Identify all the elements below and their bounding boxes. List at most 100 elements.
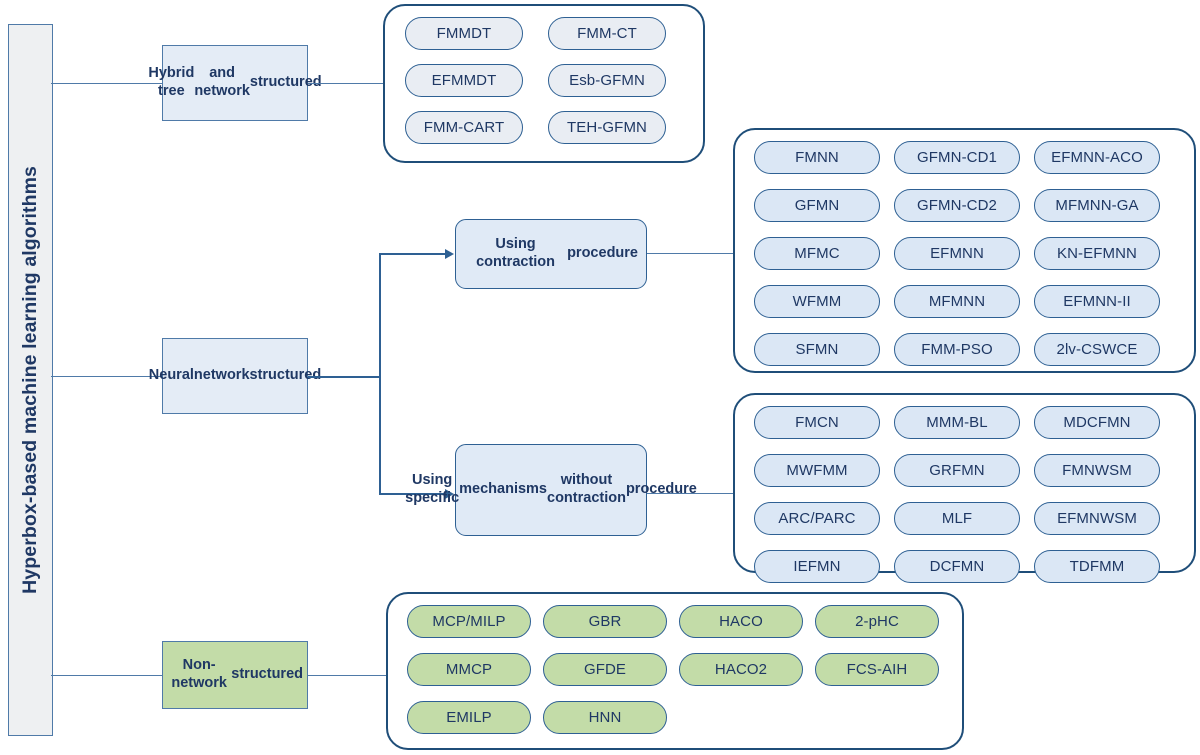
algorithm-pill[interactable]: 2-pHC bbox=[815, 605, 939, 638]
algorithm-pill[interactable]: 2lv-CSWCE bbox=[1034, 333, 1160, 366]
algorithm-pill[interactable]: MDCFMN bbox=[1034, 406, 1160, 439]
algorithm-pill[interactable]: ARC/PARC bbox=[754, 502, 880, 535]
algorithm-pill-label: FMCN bbox=[795, 414, 839, 431]
algorithm-pill-label: HACO bbox=[719, 613, 763, 630]
algorithm-pill-label: ARC/PARC bbox=[778, 510, 856, 527]
algorithm-pill-label: TEH-GFMN bbox=[567, 119, 647, 136]
connector-non-network-group bbox=[308, 675, 386, 676]
algorithm-pill[interactable]: GFMN-CD1 bbox=[894, 141, 1020, 174]
algorithm-pill[interactable]: TEH-GFMN bbox=[548, 111, 666, 144]
algorithm-pill-label: Esb-GFMN bbox=[569, 72, 645, 89]
algorithm-pill[interactable]: MMM-BL bbox=[894, 406, 1020, 439]
connector-non-contraction-group bbox=[647, 493, 733, 494]
algorithm-pill[interactable]: GFMN bbox=[754, 189, 880, 222]
algorithm-pill-label: GFMN bbox=[794, 197, 840, 214]
group-non-contraction-algorithms: FMCN MMM-BL MDCFMN MWFMM GRFMN FMNWSM ARC/PARC… bbox=[733, 393, 1196, 583]
algorithm-pill[interactable]: MFMNN bbox=[894, 285, 1020, 318]
algorithm-pill[interactable]: SFMN bbox=[754, 333, 880, 366]
algorithm-pill-label: FMMDT bbox=[436, 25, 492, 42]
algorithm-pill-label: EFMNN-II bbox=[1063, 293, 1131, 310]
algorithm-pill-label: GFMN-CD1 bbox=[917, 149, 997, 166]
algorithm-pill[interactable]: HACO2 bbox=[679, 653, 803, 686]
algorithm-pill-label: MWFMM bbox=[786, 462, 848, 479]
algorithm-pill[interactable]: FMM-CART bbox=[405, 111, 523, 144]
connector-neural-stem bbox=[308, 376, 380, 378]
algorithm-pill-label: FCS-AIH bbox=[846, 661, 908, 678]
algorithm-pill-label: GFDE bbox=[583, 661, 627, 678]
algorithm-pill[interactable]: WFMM bbox=[754, 285, 880, 318]
algorithm-pill-label: EFMNWSM bbox=[1057, 510, 1137, 527]
algorithm-pill[interactable]: FCS-AIH bbox=[815, 653, 939, 686]
algorithm-pill[interactable]: FMNN bbox=[754, 141, 880, 174]
root-title-label: Hyperbox-based machine learning algorith… bbox=[19, 166, 41, 594]
algorithm-pill[interactable]: MMCP bbox=[407, 653, 531, 686]
algorithm-pill-label: KN-EFMNN bbox=[1057, 245, 1137, 262]
algorithm-pill[interactable]: HNN bbox=[543, 701, 667, 734]
algorithm-pill[interactable]: MCP/MILP bbox=[407, 605, 531, 638]
algorithm-pill[interactable]: EFMNN bbox=[894, 237, 1020, 270]
connector-neural-spine bbox=[379, 253, 381, 493]
algorithm-pill[interactable]: EFMNWSM bbox=[1034, 502, 1160, 535]
algorithm-pill[interactable]: HACO bbox=[679, 605, 803, 638]
algorithm-pill-label: FMM-CT bbox=[577, 25, 637, 42]
algorithm-pill-label: GFMN-CD2 bbox=[917, 197, 997, 214]
algorithm-pill[interactable]: EMILP bbox=[407, 701, 531, 734]
connector-root-hybrid bbox=[51, 83, 163, 84]
algorithm-pill[interactable]: GBR bbox=[543, 605, 667, 638]
algorithm-pill[interactable]: MLF bbox=[894, 502, 1020, 535]
algorithm-pill-label: DCFMN bbox=[929, 558, 985, 575]
algorithm-pill[interactable]: EFMMDT bbox=[405, 64, 523, 97]
algorithm-pill-label: MLF bbox=[941, 510, 973, 527]
algorithm-pill[interactable]: FMM-PSO bbox=[894, 333, 1020, 366]
algorithm-pill-label: EMILP bbox=[446, 709, 492, 726]
algorithm-pill-label: MFMC bbox=[794, 245, 840, 262]
algorithm-pill-label: 2lv-CSWCE bbox=[1056, 341, 1138, 358]
algorithm-pill[interactable]: GFDE bbox=[543, 653, 667, 686]
algorithm-pill[interactable]: TDFMM bbox=[1034, 550, 1160, 583]
algorithm-pill-label: MCP/MILP bbox=[432, 613, 506, 630]
algorithm-pill[interactable]: GRFMN bbox=[894, 454, 1020, 487]
algorithm-pill[interactable]: GFMN-CD2 bbox=[894, 189, 1020, 222]
algorithm-pill-label: EFMNN-ACO bbox=[1051, 149, 1143, 166]
algorithm-pill[interactable]: EFMNN-ACO bbox=[1034, 141, 1160, 174]
connector-root-non-network bbox=[51, 675, 163, 676]
algorithm-pill-label: TDFMM bbox=[1069, 558, 1125, 575]
algorithm-pill-label: MFMNN-GA bbox=[1055, 197, 1139, 214]
connector-hybrid-group bbox=[308, 83, 384, 84]
algorithm-pill-label: HNN bbox=[588, 709, 622, 726]
algorithm-pill[interactable]: IEFMN bbox=[754, 550, 880, 583]
algorithm-pill[interactable]: EFMNN-II bbox=[1034, 285, 1160, 318]
connector-neural-to-non-contraction bbox=[379, 493, 445, 495]
algorithm-pill-label: HACO2 bbox=[714, 661, 768, 678]
algorithm-pill[interactable]: KN-EFMNN bbox=[1034, 237, 1160, 270]
algorithm-pill-label: FMNN bbox=[795, 149, 839, 166]
arrowhead-non-contraction bbox=[445, 489, 454, 499]
algorithm-pill-label: MMM-BL bbox=[926, 414, 988, 431]
algorithm-pill[interactable]: DCFMN bbox=[894, 550, 1020, 583]
algorithm-pill[interactable]: FMM-CT bbox=[548, 17, 666, 50]
algorithm-pill[interactable]: FMNWSM bbox=[1034, 454, 1160, 487]
algorithm-pill-label: MMCP bbox=[445, 661, 493, 678]
arrowhead-contraction bbox=[445, 249, 454, 259]
algorithm-pill[interactable]: MFMC bbox=[754, 237, 880, 270]
algorithm-pill-label: WFMM bbox=[792, 293, 842, 310]
algorithm-pill-label: GBR bbox=[588, 613, 622, 630]
algorithm-pill[interactable]: FMCN bbox=[754, 406, 880, 439]
algorithm-pill-label: SFMN bbox=[795, 341, 839, 358]
root-title-bar: Hyperbox-based machine learning algorith… bbox=[8, 24, 53, 736]
algorithm-pill-label: FMM-CART bbox=[423, 119, 505, 136]
algorithm-pill[interactable]: Esb-GFMN bbox=[548, 64, 666, 97]
algorithm-pill[interactable]: FMMDT bbox=[405, 17, 523, 50]
algorithm-pill-label: IEFMN bbox=[793, 558, 841, 575]
algorithm-pill[interactable]: MWFMM bbox=[754, 454, 880, 487]
algorithm-pill-label: FMNWSM bbox=[1062, 462, 1132, 479]
algorithm-pill-label: MFMNN bbox=[928, 293, 986, 310]
connector-contraction-group bbox=[647, 253, 733, 254]
algorithm-pill[interactable]: MFMNN-GA bbox=[1034, 189, 1160, 222]
